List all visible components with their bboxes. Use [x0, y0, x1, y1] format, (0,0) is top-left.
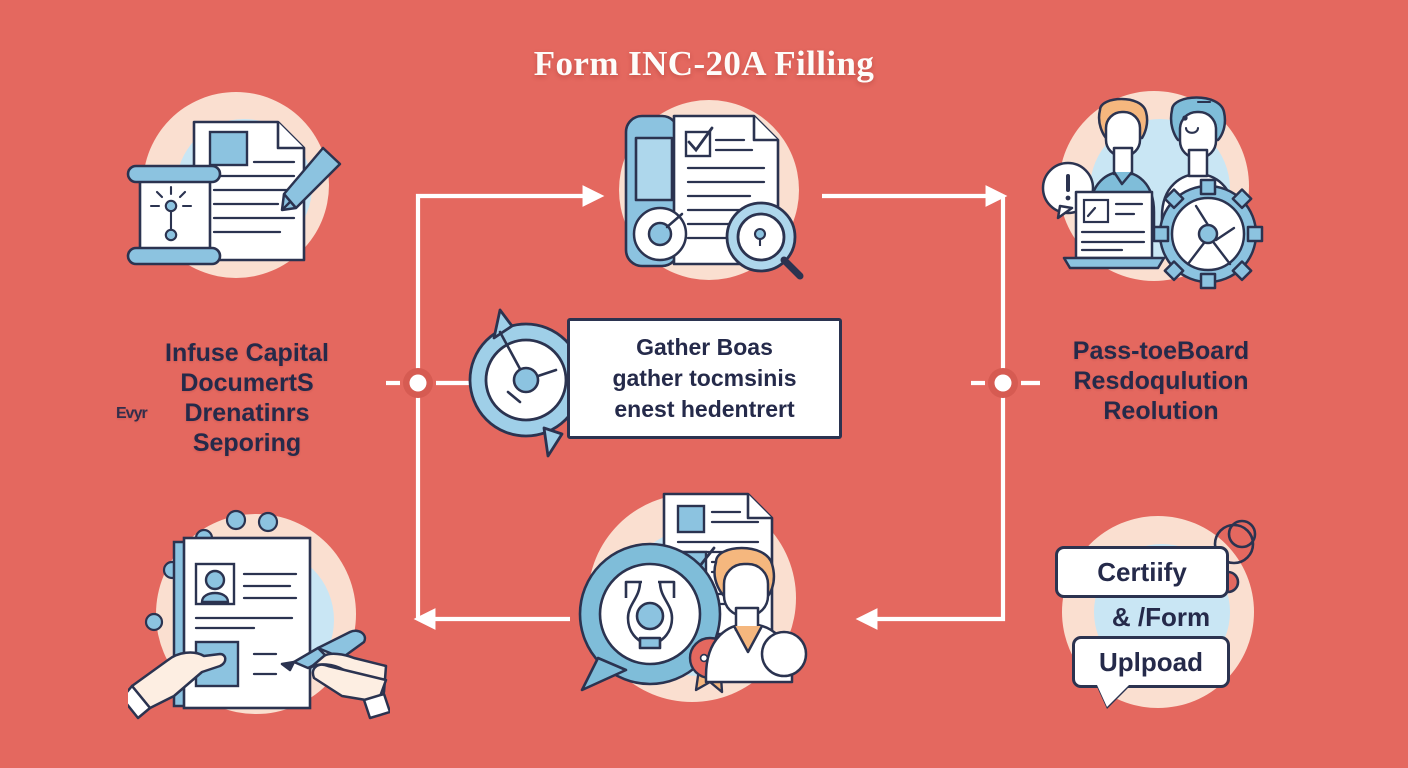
- page-title: Form INC-20A Filling: [533, 44, 875, 83]
- icon-clock-compass-bubble: [464, 308, 594, 460]
- label-left: Infuse Capital DocumertS Drenatinrs Evyr…: [112, 338, 382, 458]
- label-left-line-2: DocumertS: [180, 369, 314, 397]
- callout-line-3: enest hedentrert: [614, 396, 795, 422]
- center-callout: Gather Boas gather tocmsinis enest heden…: [567, 318, 842, 439]
- icon-hands-signing-document: [128, 496, 390, 730]
- label-right-line-3: Reolution: [1103, 397, 1219, 425]
- label-left-line-1: Infuse Capital: [165, 339, 329, 367]
- label-right-line-2: Resdoqulution: [1073, 367, 1249, 395]
- icon-document-pencil-scroll: [118, 90, 348, 300]
- bubble-upload[interactable]: Uplpoad: [1072, 636, 1230, 688]
- label-right-line-1: Pass-toeBoard: [1072, 337, 1250, 365]
- label-left-line-3-overlay: Evyr: [116, 405, 148, 422]
- label-right: Pass-toeBoard Resdoqulution Reolution: [1030, 336, 1292, 426]
- callout-line-2: gather tocmsinis: [612, 365, 797, 391]
- bubble-certify[interactable]: Certiify: [1055, 546, 1229, 598]
- icon-team-laptop-gear: [1038, 86, 1270, 292]
- flow-node-right: [988, 368, 1018, 398]
- label-left-line-3: Drenatinrs Evyr: [112, 398, 382, 428]
- label-left-line-3-main: Drenatinrs: [184, 399, 310, 427]
- icon-document-check-magnifier: [604, 92, 816, 297]
- bubble-middle-label: & /Form: [1111, 601, 1211, 632]
- label-left-line-4: Seporing: [192, 429, 302, 457]
- callout-line-1: Gather Boas: [636, 334, 773, 360]
- flow-node-left: [403, 368, 433, 398]
- icon-lightbulb-person-checklist: [552, 486, 824, 710]
